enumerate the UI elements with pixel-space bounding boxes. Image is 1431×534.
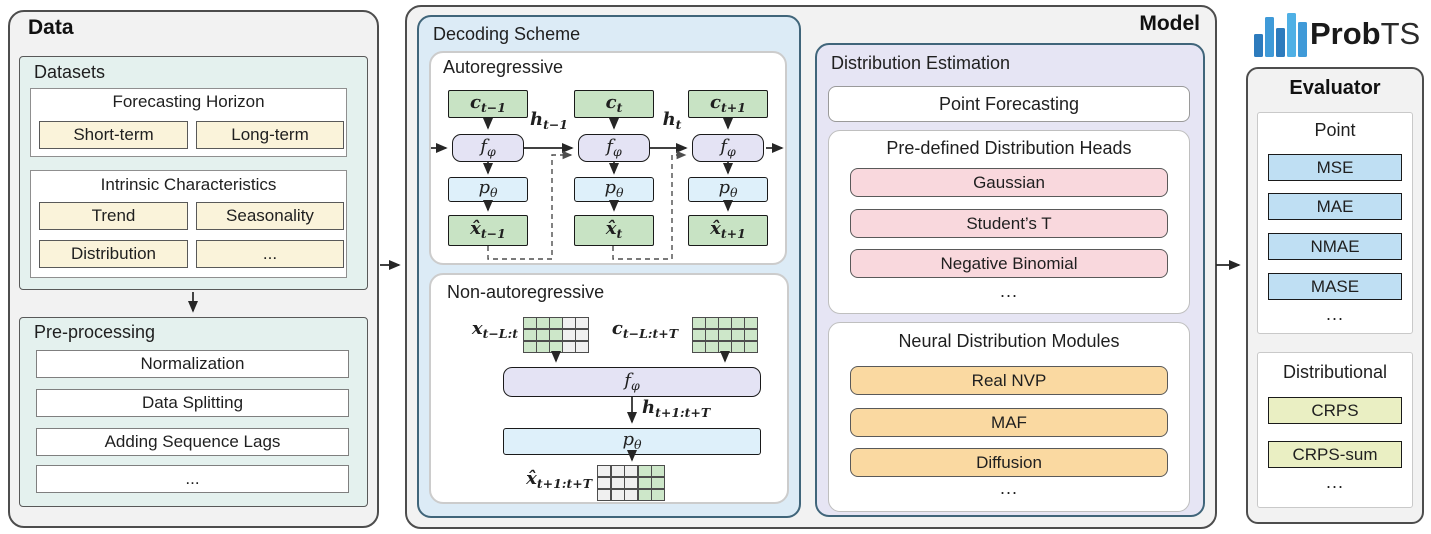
model-panel-title: Model <box>1139 12 1200 35</box>
distribution-box-2: pθ <box>574 177 654 202</box>
encoder-box-1: fφ <box>452 134 524 162</box>
forecast-box-t: x̂t <box>574 215 654 246</box>
encoder-box-wide: fφ <box>503 367 761 397</box>
neural-modules-more: ... <box>999 478 1018 498</box>
hidden-sequence-label: ht+1:t+T <box>642 397 711 420</box>
chip-maf: MAF <box>850 408 1168 437</box>
evaluator-title: Evaluator <box>1289 77 1381 99</box>
context-box-t-1: ct−1 <box>448 90 528 118</box>
metric-mase: MASE <box>1268 273 1402 300</box>
distributional-metrics-more: ... <box>1325 472 1344 492</box>
encoder-box-3: fφ <box>692 134 764 162</box>
hidden-state-label-t-1: ht−1 <box>529 108 569 132</box>
chip-short-term: Short-term <box>39 121 188 149</box>
probts-logo-text-light: TS <box>1380 16 1421 51</box>
decoding-scheme-title: Decoding Scheme <box>433 24 581 44</box>
chip-distribution: Distribution <box>39 240 188 268</box>
probts-logo-text-bold: Prob <box>1310 16 1381 51</box>
preprocessing-step-lags: Adding Sequence Lags <box>36 428 349 456</box>
neural-modules-title: Neural Distribution Modules <box>898 331 1120 351</box>
chip-real-nvp: Real NVP <box>850 366 1168 395</box>
preprocessing-step-data-splitting: Data Splitting <box>36 389 349 417</box>
forecast-box-t+1: x̂t+1 <box>688 215 768 246</box>
distributional-metrics-title: Distributional <box>1282 362 1388 382</box>
distribution-box-wide: pθ <box>503 428 761 455</box>
non-autoregressive-title: Non-autoregressive <box>447 282 605 302</box>
preprocessing-title: Pre-processing <box>34 322 156 342</box>
forecasting-horizon-title: Forecasting Horizon <box>112 92 265 111</box>
metric-mse: MSE <box>1268 154 1402 181</box>
datasets-title: Datasets <box>34 62 106 82</box>
forecast-sequence-label: x̂t+1:t+T <box>526 468 592 491</box>
predefined-heads-title: Pre-defined Distribution Heads <box>886 138 1132 158</box>
chip-students-t: Student’s T <box>850 209 1168 238</box>
chip-negative-binomial: Negative Binomial <box>850 249 1168 278</box>
probts-logo-bars-icon <box>1254 13 1307 57</box>
chip-gaussian: Gaussian <box>850 168 1168 197</box>
context-box-t: ct <box>574 90 654 118</box>
metric-mae: MAE <box>1268 193 1402 220</box>
preprocessing-step-more: ... <box>36 465 349 493</box>
forecast-box-t-1: x̂t−1 <box>448 215 528 246</box>
chip-seasonality: Seasonality <box>196 202 344 230</box>
intrinsic-characteristics-title: Intrinsic Characteristics <box>100 175 277 194</box>
distribution-box-3: pθ <box>688 177 768 202</box>
metric-crps: CRPS <box>1268 397 1402 424</box>
distributional-metrics-card <box>1257 352 1413 508</box>
point-metrics-title: Point <box>1314 120 1356 140</box>
distribution-estimation-title: Distribution Estimation <box>831 53 1011 73</box>
forecast-sequence-grid <box>597 465 665 501</box>
metric-crps-sum: CRPS-sum <box>1268 441 1402 468</box>
predefined-heads-more: ... <box>999 281 1018 301</box>
input-window-grid <box>523 317 589 353</box>
point-metrics-card <box>1257 112 1413 334</box>
context-window-label: ct−L:t+T <box>611 318 679 341</box>
chip-trend: Trend <box>39 202 188 230</box>
metric-nmae: NMAE <box>1268 233 1402 260</box>
encoder-box-2: fφ <box>578 134 650 162</box>
context-box-t+1: ct+1 <box>688 90 768 118</box>
chip-more-characteristics: ... <box>196 240 344 268</box>
chip-long-term: Long-term <box>196 121 344 149</box>
data-panel-title: Data <box>28 16 74 39</box>
chip-diffusion: Diffusion <box>850 448 1168 477</box>
context-window-grid <box>692 317 758 353</box>
input-window-label: xt−L:t <box>471 318 518 341</box>
point-metrics-more: ... <box>1325 304 1344 324</box>
distribution-box-1: pθ <box>448 177 528 202</box>
autoregressive-title: Autoregressive <box>443 57 564 77</box>
preprocessing-step-normalization: Normalization <box>36 350 349 378</box>
hidden-state-label-t: ht <box>662 108 682 132</box>
point-forecasting-bar: Point Forecasting <box>828 86 1190 122</box>
